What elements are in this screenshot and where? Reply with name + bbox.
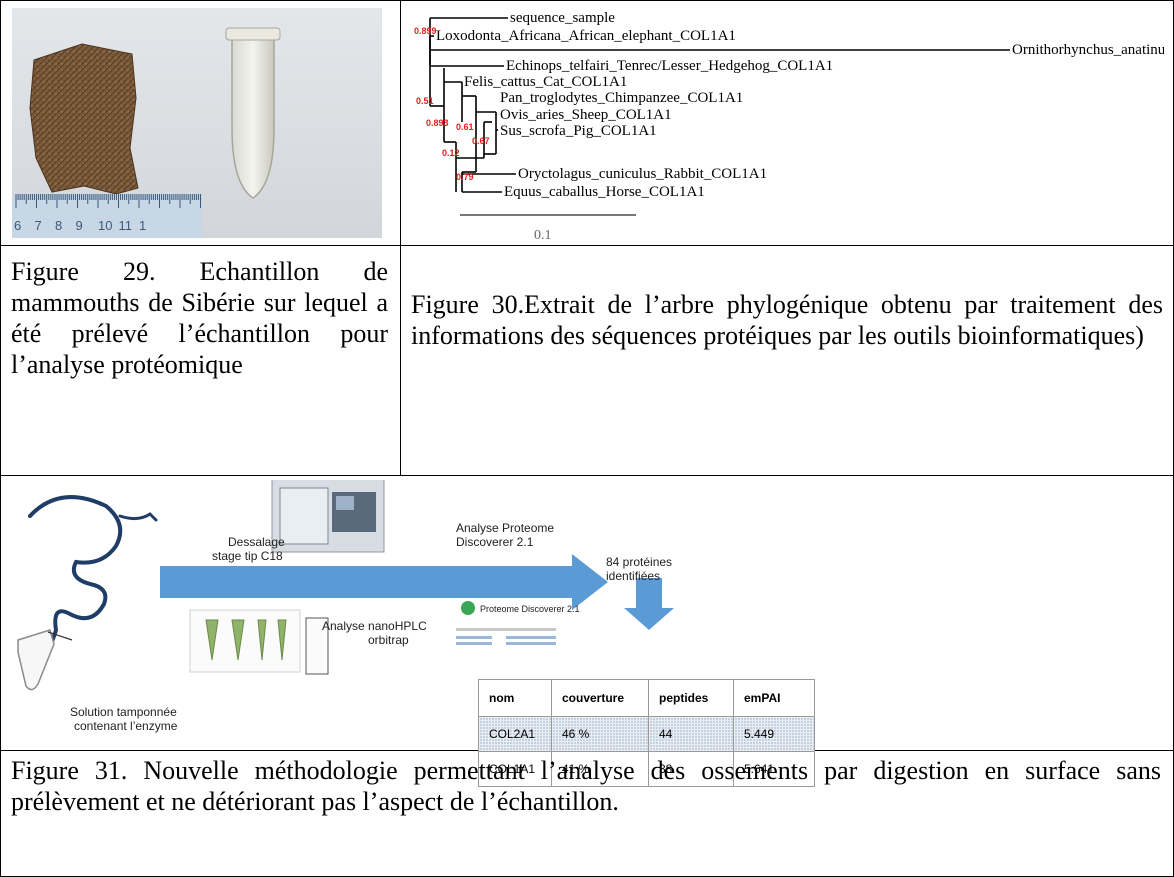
table-border-left	[0, 0, 1, 877]
figure-30-caption: Figure 30.Extrait de l’arbre phylogéniqu…	[411, 290, 1163, 350]
sample-tube	[231, 35, 275, 199]
support-value: 0.51	[416, 96, 434, 106]
table-cell: COL2A1	[478, 716, 552, 752]
stage-tip-drawing	[189, 609, 329, 675]
ruler-label: 11	[119, 218, 133, 233]
column-header: peptides	[648, 679, 734, 717]
taxon-label: Loxodonta_Africana_African_elephant_COL1…	[436, 28, 736, 44]
table-cell: 38	[648, 751, 734, 787]
figure-29-caption: Figure 29. Echantillon de mammouths de S…	[11, 257, 388, 379]
support-value: 0.899	[414, 26, 437, 36]
table-header-row: nom couverture peptides emPAI	[478, 679, 815, 717]
solution-label: contenant l’enzyme	[74, 719, 178, 733]
support-value: 0.12	[442, 148, 460, 158]
desalting-label: Dessalage	[228, 535, 285, 549]
phylogenetic-tree: 0.1 sequence_sample Loxodonta_Africana_A…	[414, 10, 1164, 242]
ruler-ticks	[15, 194, 201, 208]
figure-31-caption: Figure 31. Nouvelle méthodologie permett…	[11, 756, 1161, 816]
table-cell: 46 %	[551, 716, 649, 752]
nanohplc-label: orbitrap	[368, 633, 409, 647]
software-title: Proteome Discoverer 2.1	[480, 604, 580, 614]
support-value: 0.67	[472, 136, 490, 146]
nanohplc-label: Analyse nanoHPLC	[322, 619, 427, 633]
taxon-label: Echinops_telfairi_Tenrec/Lesser_Hedgehog…	[506, 58, 833, 74]
solution-label: Solution tamponnée	[70, 705, 177, 719]
ruler-label: 1	[139, 218, 146, 233]
eppendorf-tube	[17, 629, 55, 691]
column-divider	[400, 0, 401, 475]
ruler-label: 9	[76, 218, 83, 233]
column-header: couverture	[551, 679, 649, 717]
table-cell: 5.449	[733, 716, 815, 752]
table-row: COL2A1 46 % 44 5.449	[478, 716, 815, 752]
taxon-label: Sus_scrofa_Pig_COL1A1	[500, 123, 657, 139]
software-window: Proteome Discoverer 2.1	[456, 601, 580, 645]
taxon-label: sequence_sample	[510, 10, 615, 26]
table-border-top	[0, 0, 1174, 1]
protein-count-label: identifiées	[606, 569, 660, 583]
table-cell: COL1A1	[478, 751, 552, 787]
process-arrow	[160, 554, 608, 610]
support-value: 0.893	[426, 118, 449, 128]
table-cell: 44	[648, 716, 734, 752]
ruler-label: 8	[55, 218, 62, 233]
taxon-label: Oryctolagus_cuniculus_Rabbit_COL1A1	[518, 166, 767, 182]
down-arrow	[624, 578, 674, 630]
support-value: 0.79	[456, 172, 474, 182]
support-value: 0.61	[456, 122, 474, 132]
table-row: COL1A1 41 % 38 5.641	[478, 751, 815, 787]
workflow-diagram: Proteome Discoverer 2.1 Dessalage stage …	[17, 480, 674, 733]
row-divider-1	[0, 245, 1174, 246]
table-cell: 5.641	[733, 751, 815, 787]
bone-fragment	[29, 43, 139, 195]
taxon-label: Equus_caballus_Horse_COL1A1	[504, 184, 705, 200]
taxon-label: Ornithorhynchus_anatinus_Platypus_COL1A1	[1012, 42, 1164, 58]
ruler-label: 10	[98, 218, 112, 233]
scale-label: 0.1	[534, 228, 552, 242]
taxon-label: Felis_cattus_Cat_COL1A1	[464, 74, 627, 90]
taxon-label: Pan_troglodytes_Chimpanzee_COL1A1	[500, 90, 743, 106]
taxon-label: Ovis_aries_Sheep_COL1A1	[500, 107, 672, 123]
column-header: nom	[478, 679, 552, 717]
desalting-label: stage tip C18	[212, 549, 283, 563]
proteome-label: Analyse Proteome	[456, 521, 554, 535]
ruler-label: 7	[35, 218, 42, 233]
row-divider-2	[0, 475, 1174, 476]
column-header: emPAI	[733, 679, 815, 717]
protein-count-label: 84 protéines	[606, 555, 672, 569]
ruler-label: 6	[14, 218, 21, 233]
protein-table: nom couverture peptides emPAI COL2A1 46 …	[478, 679, 815, 787]
proteome-label: Discoverer 2.1	[456, 535, 534, 549]
table-cell: 41 %	[551, 751, 649, 787]
